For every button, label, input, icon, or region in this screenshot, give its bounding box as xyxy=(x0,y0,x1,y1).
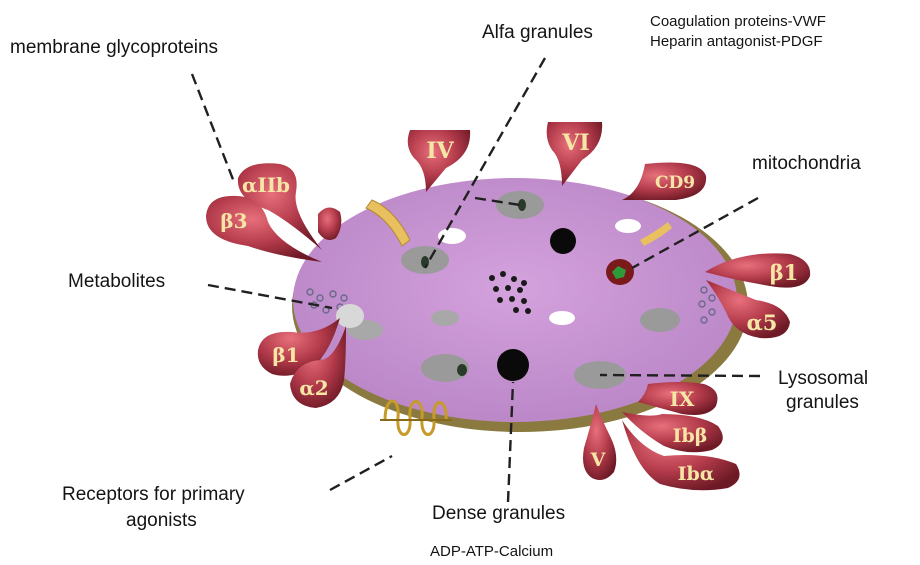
svg-text:Ibβ: Ibβ xyxy=(673,425,708,447)
label-lysosomal-2: granules xyxy=(786,392,859,413)
granule-small xyxy=(431,310,459,326)
alfa-granule xyxy=(640,308,680,332)
svg-text:β1: β1 xyxy=(770,260,799,285)
svg-text:VI: VI xyxy=(561,130,589,156)
leader-membrane-glycoproteins xyxy=(192,74,234,182)
alfa-granule-core xyxy=(457,364,467,376)
label-metabolites: Metabolites xyxy=(68,271,165,292)
label-membrane-glycoproteins: membrane glycoproteins xyxy=(10,37,218,58)
glycoprotein-ix: IX xyxy=(638,382,718,415)
svg-text:αIIb: αIIb xyxy=(242,173,290,197)
label-dense-content: ADP-ATP-Calcium xyxy=(430,543,553,560)
svg-text:α5: α5 xyxy=(747,310,778,335)
vesicle xyxy=(615,219,641,233)
label-alfa-content-1: Coagulation proteins-VWF xyxy=(650,13,826,30)
label-alfa-content-2: Heparin antagonist-PDGF xyxy=(650,33,823,50)
svg-text:Ibα: Ibα xyxy=(678,463,715,485)
label-receptors-2: agonists xyxy=(126,510,197,531)
label-receptors-1: Receptors for primary xyxy=(62,484,245,505)
metabolite-vesicle xyxy=(336,304,364,328)
label-lysosomal-1: Lysosomal xyxy=(778,368,868,389)
label-alfa-granules: Alfa granules xyxy=(482,22,593,43)
svg-text:IV: IV xyxy=(426,138,454,164)
svg-text:α2: α2 xyxy=(299,376,328,400)
svg-text:V: V xyxy=(590,449,607,471)
svg-text:β1: β1 xyxy=(272,343,299,367)
svg-text:IX: IX xyxy=(670,387,695,411)
dense-granule xyxy=(497,349,529,381)
glycoprotein-cd9: CD9 xyxy=(622,163,706,201)
dense-granule xyxy=(550,228,576,254)
vesicle xyxy=(549,311,575,325)
leader-receptors xyxy=(330,456,392,490)
label-dense-granules: Dense granules xyxy=(432,503,565,524)
label-mitochondria: mitochondria xyxy=(752,153,861,174)
glycoprotein-vi: VI xyxy=(547,122,603,186)
svg-text:β3: β3 xyxy=(220,209,247,233)
svg-text:CD9: CD9 xyxy=(655,173,695,193)
